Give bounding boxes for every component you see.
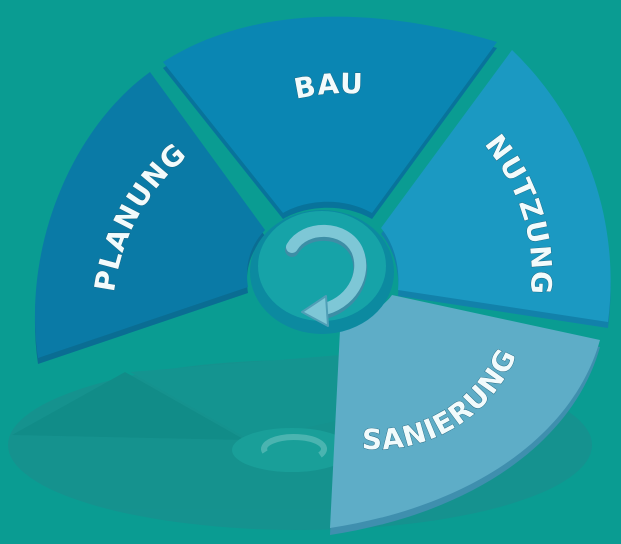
segment-planung-face bbox=[34, 72, 265, 358]
reflection-bau bbox=[130, 355, 340, 440]
reflection-arrow bbox=[261, 433, 327, 458]
segment-bau-face bbox=[163, 16, 497, 213]
reflection-hub bbox=[232, 428, 352, 472]
segment-planung: PLANUNG bbox=[34, 72, 265, 364]
center-hub bbox=[250, 210, 394, 334]
cycle-arrow-icon bbox=[285, 224, 368, 327]
segment-bau: BAU bbox=[163, 16, 497, 219]
segment-sanierung: SANIERUNG bbox=[330, 295, 600, 535]
segment-sanierung-face bbox=[330, 295, 600, 528]
segment-nutzung: NUTZUNG bbox=[381, 50, 611, 328]
reflection-planung bbox=[12, 372, 245, 440]
segment-nutzung-face bbox=[381, 50, 611, 322]
segment-bau-label: BAU bbox=[291, 67, 364, 106]
